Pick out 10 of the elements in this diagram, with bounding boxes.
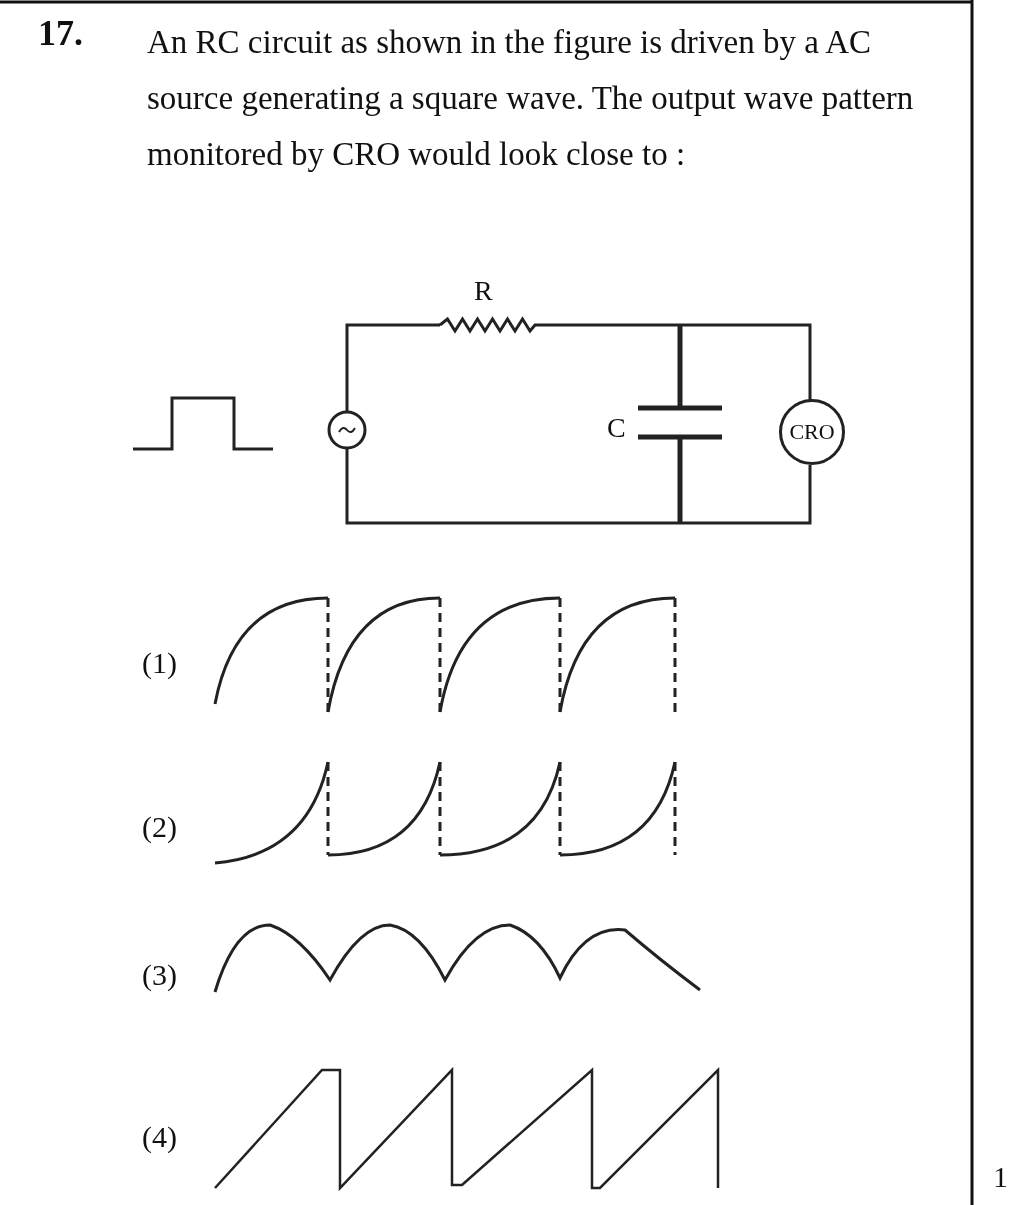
question-text: An RC circuit as shown in the figure is driven by a AC source generating a square wave. The output wave pattern monitored by CRO would look close to : — [147, 23, 915, 174]
page-number: 1 — [993, 1160, 1008, 1194]
question-number: 17. — [38, 12, 83, 54]
resistor-label: R — [474, 275, 493, 307]
option-number: (1) — [142, 646, 177, 680]
option-number: (3) — [142, 958, 177, 992]
cro-circle: CRO — [779, 399, 845, 465]
capacitor-label: C — [607, 412, 626, 444]
option-number: (4) — [142, 1120, 177, 1154]
option-number: (2) — [142, 810, 177, 844]
